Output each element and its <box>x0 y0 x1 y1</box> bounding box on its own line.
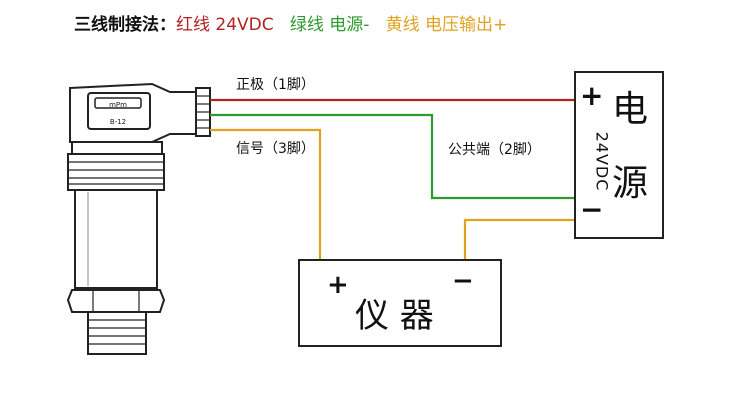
diagram-title: 三线制接法：红线 24VDC 绿线 电源- 黄线 电压输出+ <box>74 10 507 35</box>
connector-tag: B-12 <box>110 118 126 126</box>
pressure-transmitter <box>66 82 211 355</box>
sensor-thread <box>87 311 147 355</box>
orange-wire-signal <box>210 128 322 260</box>
green-wire <box>210 113 575 200</box>
sensor-collar <box>67 153 165 191</box>
connector-plate <box>87 92 151 130</box>
power-voltage-label: 24VDC <box>592 131 612 192</box>
power-char-2: 源 <box>612 163 649 204</box>
power-supply-box <box>574 71 664 239</box>
title-red-wire: 红线 24VDC <box>176 15 274 35</box>
meter-box <box>298 259 502 347</box>
sensor-neck <box>71 141 163 155</box>
meter-minus-sign: − <box>452 266 474 296</box>
sensor-body <box>74 189 158 289</box>
orange-wire-label: 信号（3脚） <box>236 141 315 157</box>
orange-wire-return <box>463 218 575 260</box>
connector-text: mPm <box>109 101 127 109</box>
sensor-hex-nut <box>66 289 166 313</box>
title-prefix: 三线制接法： <box>74 15 176 35</box>
title-orange-wire: 黄线 电压输出+ <box>385 15 508 35</box>
red-wire-label: 正极（1脚） <box>236 77 315 93</box>
power-plus-sign: + <box>580 79 604 112</box>
meter-plus-sign: + <box>327 270 349 300</box>
green-wire-label: 公共端（2脚） <box>448 142 541 158</box>
meter-label: 仪 器 <box>355 296 434 336</box>
title-green-wire: 绿线 电源- <box>289 15 370 35</box>
power-minus-sign: − <box>580 193 604 226</box>
power-char-1: 电 <box>612 89 649 130</box>
